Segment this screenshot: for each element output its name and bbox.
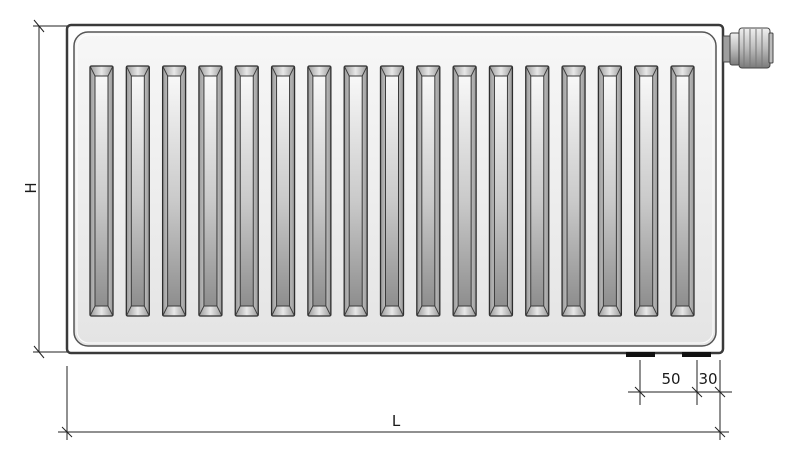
radiator-fin	[89, 65, 114, 317]
pipe-spacing-label: 50	[661, 370, 680, 388]
radiator-fin	[525, 65, 550, 317]
pipe-offset-label: 30	[698, 370, 717, 388]
height-dimension: H	[22, 19, 70, 359]
pipe-connection-left	[626, 352, 655, 357]
radiator-fin	[561, 65, 586, 317]
radiator-fin	[198, 65, 223, 317]
pipe-spacing-dimension: 50 30	[628, 360, 732, 405]
radiator-fin	[343, 65, 368, 317]
thermostatic-valve-icon	[722, 27, 774, 69]
radiator-fin	[234, 65, 259, 317]
length-label: L	[392, 412, 401, 430]
radiator-fin	[307, 65, 332, 317]
radiator-fin	[161, 65, 187, 317]
pipe-connection-right	[682, 352, 711, 357]
height-label: H	[22, 182, 40, 193]
height-tick-top	[33, 19, 45, 33]
radiator-fin	[597, 65, 623, 317]
radiator-fin	[416, 65, 441, 317]
radiator-fin	[125, 65, 150, 317]
radiator-fin	[379, 65, 405, 317]
radiator-fin	[488, 65, 514, 317]
radiator-fin	[452, 65, 477, 317]
radiator-body	[65, 23, 725, 355]
height-tick-bottom	[33, 345, 45, 359]
length-dimension: L	[58, 366, 729, 440]
radiator-fin	[270, 65, 296, 317]
radiator-fin	[670, 65, 695, 317]
fin-group	[89, 65, 695, 317]
radiator-fin	[634, 65, 659, 317]
